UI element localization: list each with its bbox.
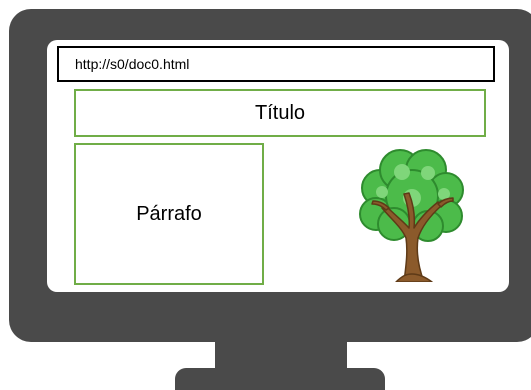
- page-title-box: Título: [74, 89, 486, 137]
- address-bar[interactable]: http://s0/doc0.html: [57, 46, 495, 82]
- monitor-stand-base: [175, 368, 385, 390]
- tree-trunk: [371, 192, 454, 282]
- page-title: Título: [254, 101, 306, 124]
- tree-foliage-highlight: [376, 164, 450, 207]
- paragraph-box: Párrafo: [74, 143, 264, 285]
- paragraph-text: Párrafo: [136, 202, 202, 225]
- tree-icon: [359, 149, 464, 282]
- address-bar-url: http://s0/doc0.html: [75, 56, 190, 72]
